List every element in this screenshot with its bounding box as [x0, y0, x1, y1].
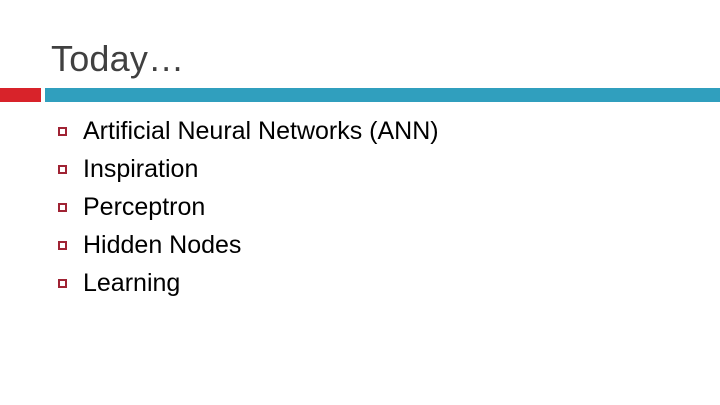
list-item-label: Artificial Neural Networks (ANN): [83, 117, 439, 145]
agenda-bullet-list: Artificial Neural Networks (ANN) Inspira…: [58, 112, 439, 302]
list-item: Perceptron: [58, 188, 439, 226]
page-title: Today…: [51, 38, 185, 79]
list-item-label: Learning: [83, 269, 181, 297]
list-item: Artificial Neural Networks (ANN): [58, 112, 439, 150]
hollow-square-bullet-icon: [58, 126, 67, 136]
list-item: Hidden Nodes: [58, 226, 439, 264]
title-accent-rule: [0, 88, 720, 102]
hollow-square-bullet-icon: [58, 278, 67, 288]
hollow-square-bullet-icon: [58, 202, 67, 212]
accent-bar-teal: [45, 88, 720, 102]
accent-block-red: [0, 88, 41, 102]
list-item: Learning: [58, 264, 439, 302]
hollow-square-bullet-icon: [58, 164, 67, 174]
list-item-label: Inspiration: [83, 155, 199, 183]
list-item: Inspiration: [58, 150, 439, 188]
list-item-label: Hidden Nodes: [83, 231, 242, 259]
hollow-square-bullet-icon: [58, 240, 67, 250]
list-item-label: Perceptron: [83, 193, 206, 221]
